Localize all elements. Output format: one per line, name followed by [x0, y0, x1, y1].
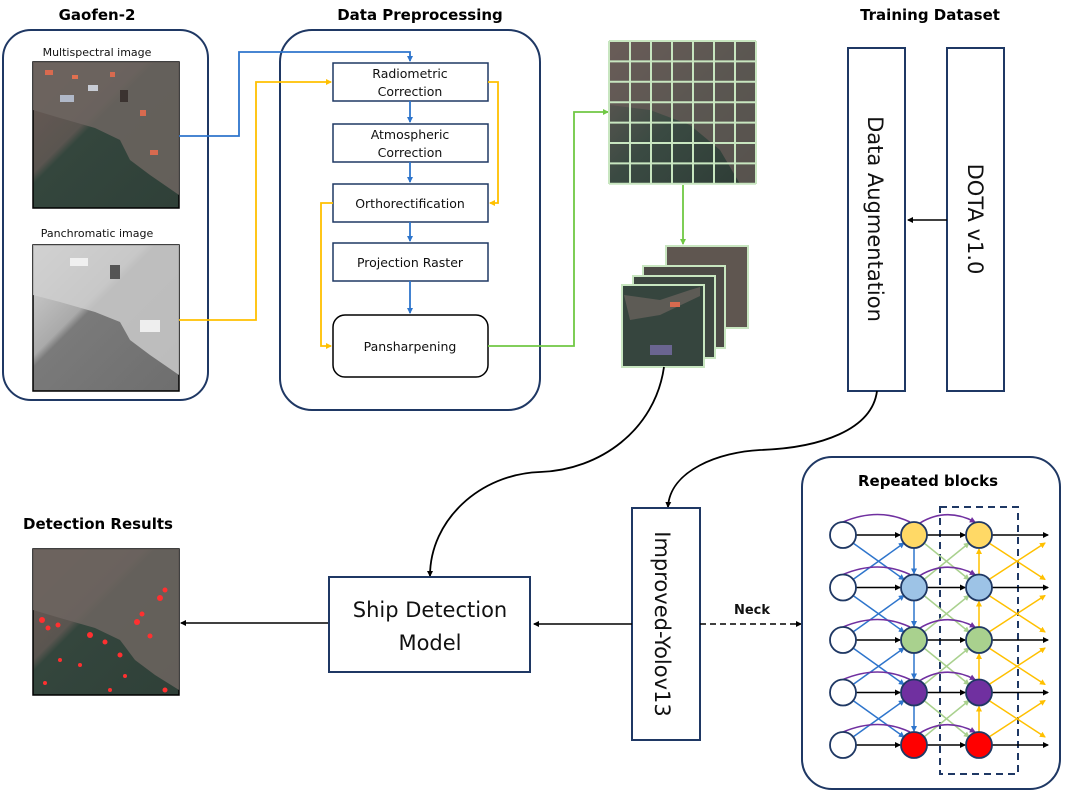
block-node-b: [965, 626, 993, 654]
edge-yellow-up: [988, 647, 1046, 686]
edge-green-up: [923, 647, 970, 686]
step-projection-raster: [332, 242, 489, 282]
model-line1: Ship Detection: [353, 598, 508, 622]
edge-blue-up: [852, 699, 905, 738]
arrow-panchromatic-to-radiometric: [179, 79, 332, 321]
repeated-blocks-frame: [801, 456, 1061, 790]
data-augmentation-box: [847, 47, 906, 392]
edge-blue-up: [852, 542, 905, 581]
block-node-b: [965, 731, 993, 759]
step-atmospheric-line2: Correction: [378, 145, 443, 160]
edge-blue-up: [852, 647, 905, 686]
skip-arc-1: [842, 618, 911, 628]
panchromatic-image: [32, 244, 180, 392]
improved-yolo-label: Improved-Yolov13: [650, 531, 674, 716]
skip-arc-2: [919, 566, 976, 577]
edge-yellow-up: [988, 542, 1046, 581]
arrow-augmentation-to-yolo: [665, 390, 878, 508]
input-node: [829, 678, 857, 707]
network-edges: [842, 513, 1049, 748]
model-line2: Model: [398, 631, 461, 655]
skip-arc-1: [842, 566, 911, 576]
skip-arc-1: [842, 513, 911, 523]
edge-green-up: [923, 699, 970, 738]
ship-detection-model-box: [328, 576, 531, 673]
skip-arc-2: [919, 671, 976, 682]
arrow-patches-to-model: [427, 366, 665, 577]
detection-result-image: [32, 548, 180, 696]
training-title: Training Dataset: [860, 6, 1000, 24]
dota-label: DOTA v1.0: [963, 164, 987, 275]
training-section: Training Dataset Data Augmentation DOTA …: [847, 6, 1005, 392]
arrow-pansharpening-to-tiles: [488, 109, 609, 347]
step-radiometric-line2: Correction: [378, 84, 443, 99]
neck-label: Neck: [734, 603, 770, 618]
tiled-image-grid: [608, 40, 757, 185]
block-node-b: [965, 573, 993, 602]
gaofen-title: Gaofen-2: [59, 6, 136, 24]
repeated-blocks-section: Repeated blocks: [801, 456, 1061, 790]
panchromatic-label: Panchromatic image: [41, 227, 154, 240]
arrow-multispectral-to-radiometric: [179, 51, 413, 137]
edge-yellow-up: [988, 699, 1046, 738]
block-node-a: [900, 573, 928, 602]
step-pansharpening-label: Pansharpening: [364, 339, 457, 354]
block-node-b: [965, 678, 993, 707]
detection-title: Detection Results: [23, 515, 173, 533]
preprocessing-title: Data Preprocessing: [337, 6, 503, 24]
step-atmospheric-line1: Atmospheric: [371, 127, 450, 142]
edge-yellow-up: [988, 594, 1046, 633]
skip-arc-2: [919, 618, 976, 629]
skip-arc-2: [919, 513, 976, 524]
repeated-blocks-title: Repeated blocks: [858, 472, 998, 490]
data-augmentation-label: Data Augmentation: [863, 116, 887, 322]
edge-green-up: [923, 594, 970, 633]
block-node-a: [900, 731, 928, 759]
edge-blue-up: [852, 594, 905, 633]
block-node-b: [965, 521, 993, 549]
image-patches-stack: [621, 245, 749, 368]
step-projection-raster-label: Projection Raster: [357, 255, 464, 270]
skip-arc-1: [842, 671, 911, 681]
input-node: [829, 731, 857, 759]
preprocessing-section: Data Preprocessing Radiometric Correctio…: [279, 6, 541, 411]
preprocessing-frame: [279, 29, 541, 411]
arrow-radiometric-to-ortho-yellow: [488, 81, 499, 206]
step-orthorectification: [332, 183, 489, 223]
block-node-a: [900, 626, 928, 654]
skip-arc-2: [919, 723, 976, 734]
step-orthorectification-label: Orthorectification: [355, 196, 465, 211]
edge-green-up: [923, 542, 970, 581]
block-node-a: [900, 521, 928, 549]
skip-arc-1: [842, 723, 911, 733]
input-node: [829, 626, 857, 654]
gaofen-frame: [2, 29, 209, 401]
block-node-a: [900, 678, 928, 707]
input-node: [829, 573, 857, 602]
gaofen-section: Gaofen-2 Multispectral image Panchromati…: [2, 6, 209, 401]
input-node: [829, 521, 857, 549]
multispectral-image: [32, 61, 180, 209]
arrow-ortho-to-pansharpening-yellow: [320, 202, 333, 349]
step-atmospheric: [332, 123, 489, 163]
network-nodes: [829, 521, 993, 759]
dota-box: [946, 47, 1005, 392]
step-radiometric-line1: Radiometric: [372, 66, 448, 81]
multispectral-label: Multispectral image: [43, 46, 152, 59]
improved-yolo-box: [631, 507, 701, 741]
